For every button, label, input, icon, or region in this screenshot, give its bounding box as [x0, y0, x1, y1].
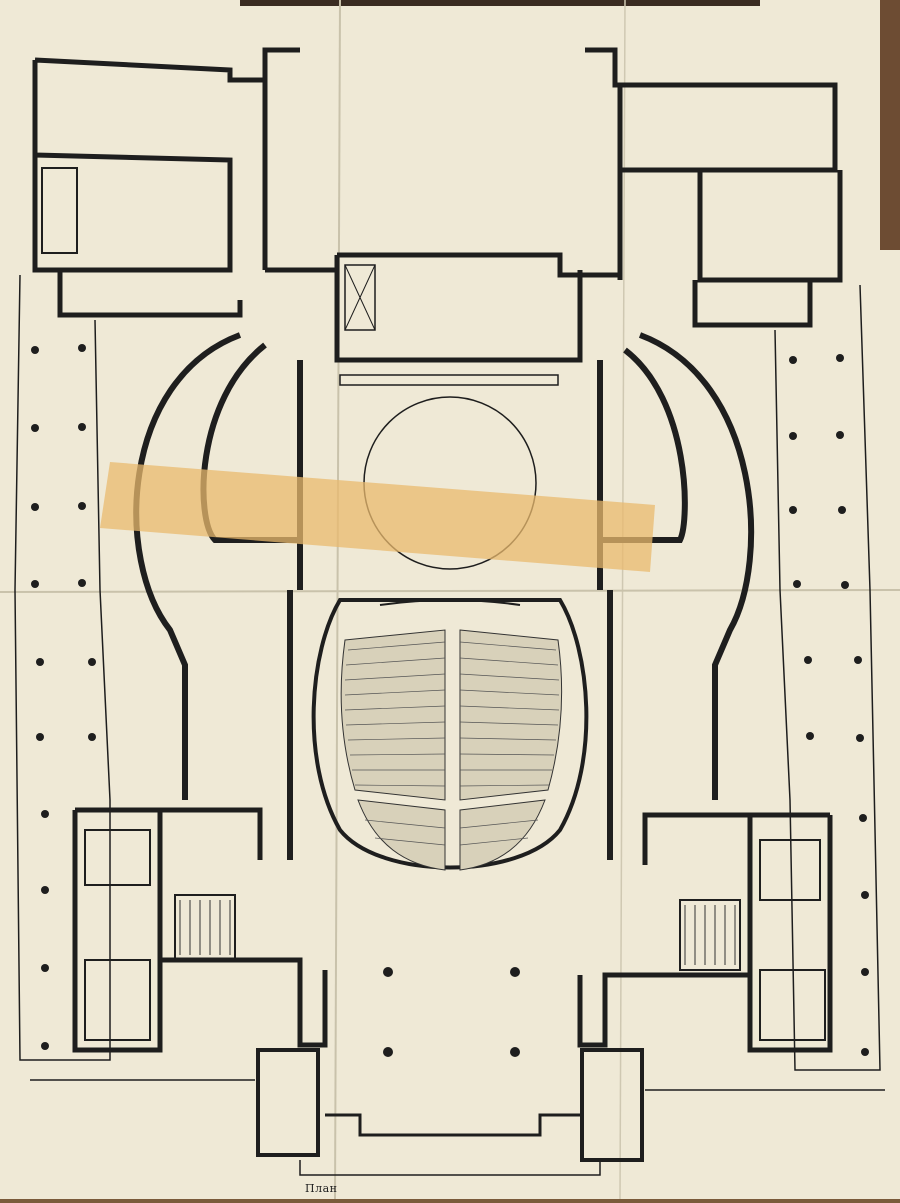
- room-upper-left-stage: [41, 167, 78, 254]
- stair-treads: [179, 900, 736, 965]
- outer-terrace-left: [14, 274, 111, 1061]
- lower-left-block: [72, 807, 328, 1157]
- stair-right-entry: [580, 1048, 644, 1162]
- wall-upper-right-block: [585, 47, 843, 328]
- wall-upper-left-block: [32, 47, 335, 318]
- outer-terrace-right: [774, 284, 881, 1071]
- seat-rows: [344, 641, 560, 846]
- seating-left-block: [340, 629, 446, 801]
- outer-bottom-edge: [30, 1079, 885, 1091]
- wall-right-curved-wing: [638, 332, 755, 800]
- seating-right-block: [459, 629, 563, 801]
- stair-lower-left-bottom: [84, 959, 151, 1041]
- seating-rear-right: [459, 799, 546, 871]
- auditorium-group: [311, 598, 589, 871]
- wall-stage-house: [334, 252, 620, 363]
- stage-lift-cross-b: [344, 264, 376, 331]
- stair-right-main: [679, 899, 741, 971]
- tape-strip: [100, 462, 655, 572]
- wall-left-side: [287, 360, 303, 860]
- stair-left-main: [174, 894, 236, 961]
- plan-caption: План: [305, 1182, 338, 1195]
- wall-foyer-bottom: [325, 1113, 580, 1137]
- walls-group: [32, 47, 843, 363]
- paper-dark-top: [240, 0, 760, 6]
- fold-line-vertical-right: [619, 0, 626, 1200]
- stair-lower-left-top: [84, 829, 151, 886]
- wall-auditorium: [311, 598, 589, 870]
- seating-rear-left: [357, 799, 446, 871]
- stage-lift: [344, 264, 376, 331]
- stage-grid-bar: [339, 374, 559, 386]
- stair-left-entry: [256, 1048, 320, 1157]
- wall-lower-right-outer: [577, 812, 833, 1053]
- paper-dark-edge: [880, 0, 900, 250]
- columns: [31, 344, 869, 1057]
- fold-line-vertical: [334, 0, 341, 1200]
- foyer-entrance-steps: [299, 1160, 601, 1176]
- proscenium-edge: [379, 599, 521, 606]
- wall-right-inner-curve: [600, 347, 688, 543]
